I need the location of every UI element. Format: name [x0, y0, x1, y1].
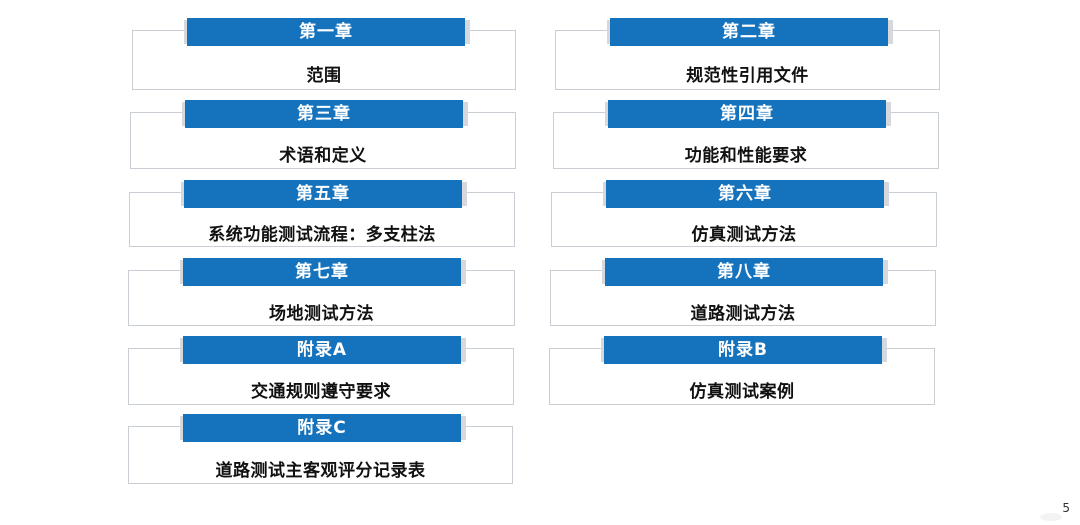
- chapter-card-1[interactable]: 第一章 范围: [132, 18, 516, 90]
- chapter-title: 交通规则遵守要求: [251, 382, 391, 402]
- chapter-card-7[interactable]: 第七章 场地测试方法: [128, 258, 515, 326]
- chapter-title: 道路测试主客观评分记录表: [215, 460, 426, 481]
- chapter-card-3[interactable]: 第三章 术语和定义: [130, 100, 516, 169]
- chapter-title: 道路测试方法: [690, 303, 796, 324]
- page-number: 5: [1062, 501, 1070, 515]
- tab-shadow-right: [883, 182, 889, 206]
- chapter-title: 系统功能测试流程：多支柱法: [208, 225, 436, 245]
- chapter-tab: 第五章: [184, 180, 462, 208]
- tab-shadow-right: [461, 182, 467, 206]
- chapter-card-4[interactable]: 第四章 功能和性能要求: [553, 100, 939, 169]
- tab-shadow-right: [464, 20, 470, 44]
- chapter-tab-wrapper: 第二章: [607, 18, 893, 46]
- tab-shadow-right: [881, 338, 887, 362]
- chapter-tab-wrapper: 第三章: [182, 100, 468, 128]
- chapter-card-8[interactable]: 第八章 道路测试方法: [550, 258, 936, 326]
- chapter-tab-wrapper: 第五章: [181, 180, 467, 208]
- corner-decoration: [1040, 513, 1062, 521]
- chapter-title: 规范性引用文件: [686, 65, 809, 86]
- chapter-tab-wrapper: 附录A: [180, 336, 466, 364]
- chapter-title: 仿真测试方法: [691, 225, 797, 245]
- chapter-tab: 附录C: [183, 414, 461, 442]
- chapter-title: 范围: [306, 65, 342, 86]
- chapter-card-2[interactable]: 第二章 规范性引用文件: [555, 18, 940, 90]
- tab-shadow-right: [462, 102, 468, 126]
- tab-shadow-right: [460, 338, 466, 362]
- chapter-tab: 第七章: [183, 258, 461, 286]
- chapter-title: 场地测试方法: [269, 303, 374, 324]
- chapter-card-5[interactable]: 第五章 系统功能测试流程：多支柱法: [129, 180, 515, 247]
- tab-shadow-right: [887, 20, 893, 44]
- tab-shadow-right: [460, 260, 466, 284]
- tab-shadow-right: [882, 260, 888, 284]
- chapter-tab-wrapper: 附录C: [180, 414, 466, 442]
- chapter-tab-wrapper: 第四章: [605, 100, 891, 128]
- chapter-tab: 附录A: [183, 336, 461, 364]
- appendix-card-c[interactable]: 附录C 道路测试主客观评分记录表: [128, 414, 513, 484]
- tab-shadow-right: [460, 416, 466, 440]
- chapter-tab: 附录B: [604, 336, 882, 364]
- appendix-card-b[interactable]: 附录B 仿真测试案例: [549, 336, 935, 405]
- chapter-tab: 第四章: [608, 100, 886, 128]
- chapter-tab-wrapper: 第八章: [602, 258, 888, 286]
- chapter-tab: 第三章: [185, 100, 463, 128]
- chapter-tab-wrapper: 第一章: [184, 18, 470, 46]
- chapter-tab: 第八章: [605, 258, 883, 286]
- chapter-tab-wrapper: 第七章: [180, 258, 466, 286]
- chapter-tab-wrapper: 第六章: [603, 180, 889, 208]
- appendix-card-a[interactable]: 附录A 交通规则遵守要求: [128, 336, 514, 405]
- chapter-tab: 第六章: [606, 180, 884, 208]
- chapter-title: 功能和性能要求: [684, 146, 808, 166]
- tab-shadow-right: [885, 102, 891, 126]
- chapter-tab: 第二章: [610, 18, 888, 46]
- chapter-title: 术语和定义: [279, 146, 367, 166]
- chapter-title: 仿真测试案例: [689, 382, 795, 402]
- chapter-card-6[interactable]: 第六章 仿真测试方法: [551, 180, 937, 247]
- chapter-tab-wrapper: 附录B: [601, 336, 887, 364]
- chapter-tab: 第一章: [187, 18, 465, 46]
